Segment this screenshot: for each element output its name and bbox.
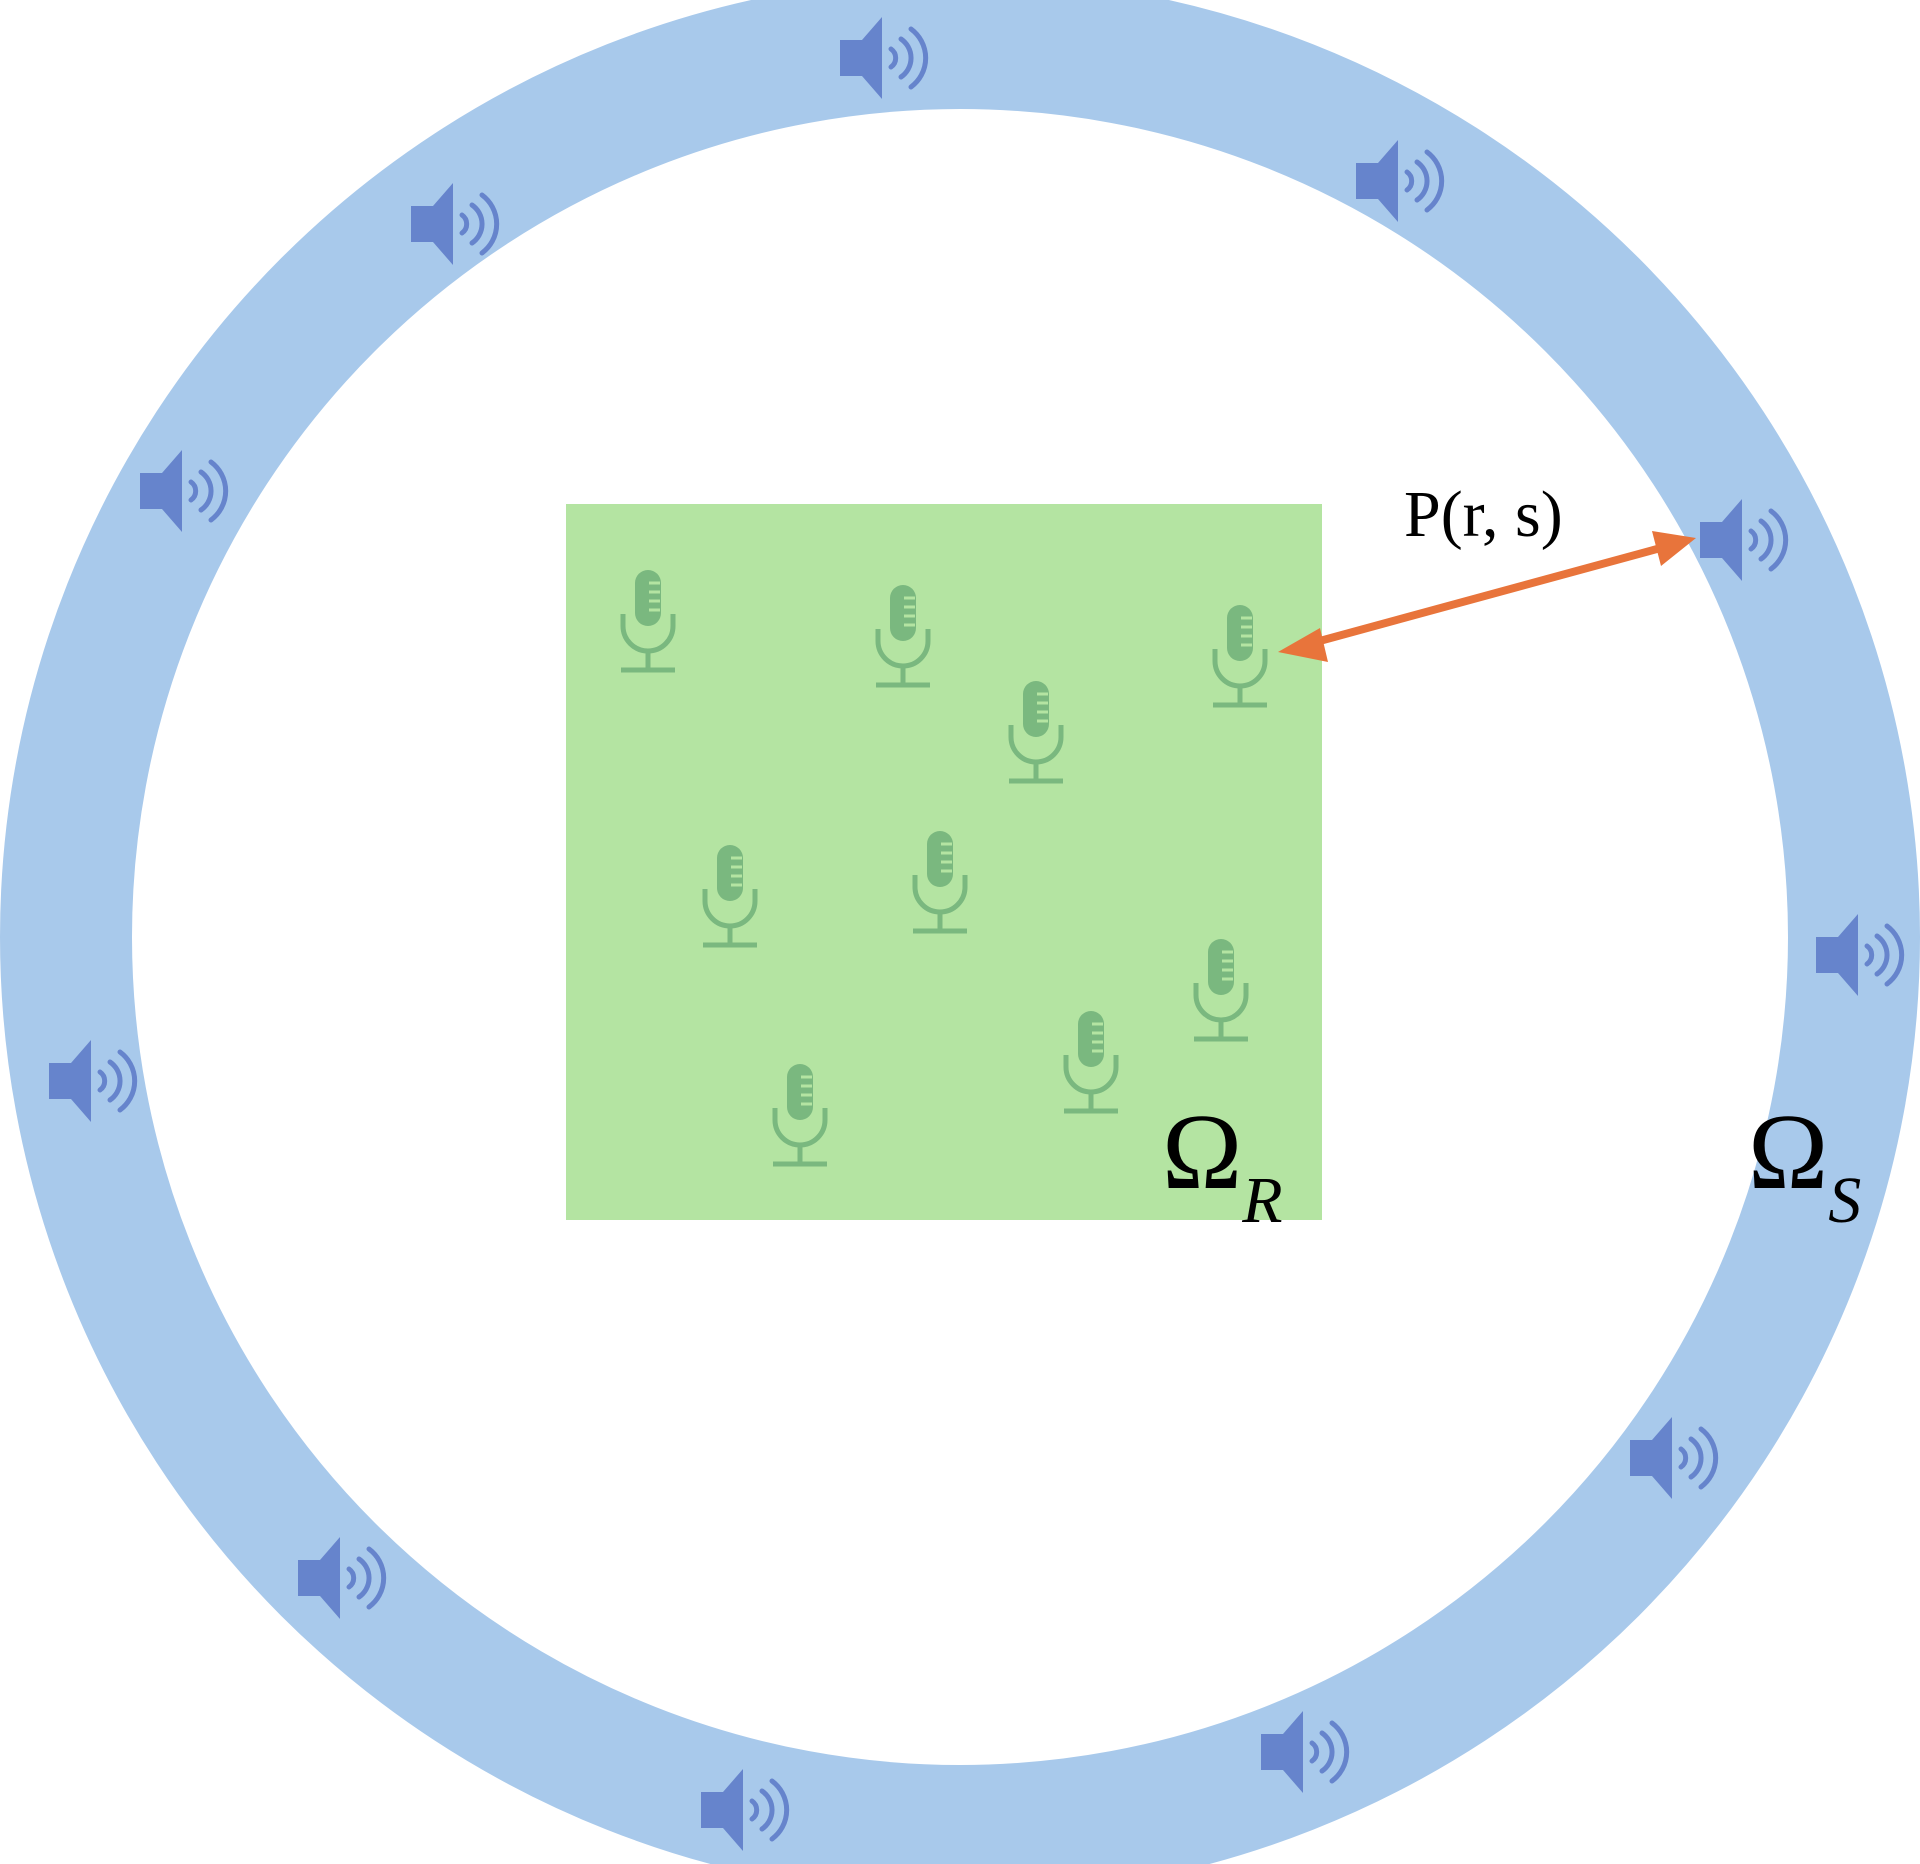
arrowhead-icon [1278,628,1328,662]
propagation-path-arrow [1278,531,1696,662]
receiver-region-label: ΩR [1162,1093,1283,1237]
arrowhead-icon [1652,531,1696,566]
source-region-symbol: Ω [1748,1093,1828,1212]
receiver-region-symbol: Ω [1162,1093,1242,1212]
receiver-region-subscript: R [1241,1164,1282,1237]
source-region-label: ΩS [1748,1093,1861,1237]
path-label: P(r, s) [1404,478,1563,551]
source-region-subscript: S [1828,1164,1861,1237]
